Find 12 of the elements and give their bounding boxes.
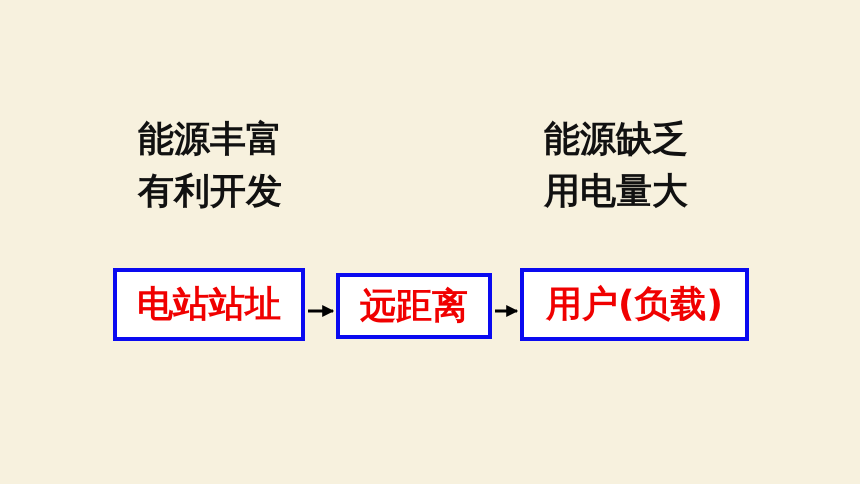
- box-label: 电站站址: [137, 283, 281, 327]
- note-text: 能源丰富: [138, 118, 282, 162]
- arrow: [308, 305, 334, 317]
- box-label: 远距离: [360, 284, 468, 328]
- note-text: 用电量大: [544, 170, 688, 214]
- arrow: [495, 305, 518, 317]
- note-text: 能源缺乏: [544, 118, 688, 162]
- process-box: [113, 268, 305, 341]
- process-box: [336, 273, 492, 339]
- box-label: 用户(负载): [546, 283, 723, 327]
- process-box: [520, 268, 749, 341]
- note-text: 有利开发: [138, 170, 282, 214]
